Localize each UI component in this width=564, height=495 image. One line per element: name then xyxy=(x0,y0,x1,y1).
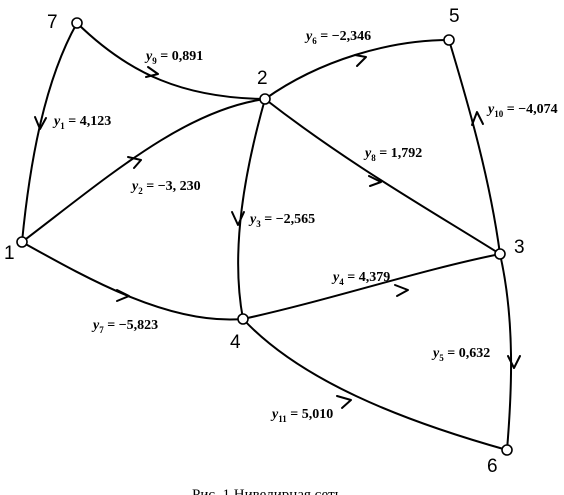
edge-y8 xyxy=(264,98,501,255)
node-label-4: 4 xyxy=(230,332,241,353)
edge-label-y6: y6 = −2,346 xyxy=(304,29,371,46)
arrow-y4 xyxy=(394,284,409,297)
edge-y5 xyxy=(499,253,513,451)
node-label-2: 2 xyxy=(257,68,268,89)
node-label-1: 1 xyxy=(4,243,15,264)
node-label-3: 3 xyxy=(514,237,525,258)
node-6 xyxy=(501,444,513,456)
edge-y7 xyxy=(21,241,244,321)
edge-label-y5: y5 = 0,632 xyxy=(431,346,490,363)
arrow-y6 xyxy=(354,54,367,67)
node-7 xyxy=(71,17,83,29)
edge-y6 xyxy=(264,39,450,100)
edge-label-y8: y8 = 1,792 xyxy=(363,146,422,163)
edge-y10 xyxy=(448,39,501,255)
arrow-y7 xyxy=(116,289,130,302)
node-1 xyxy=(16,236,28,248)
node-label-6: 6 xyxy=(487,456,498,477)
edge-y1 xyxy=(21,22,78,243)
edge-label-y11: y11 = 5,010 xyxy=(270,407,333,424)
arrow-y3 xyxy=(231,211,245,226)
figure-caption: Рис. 1 Нивелирная сеть xyxy=(192,487,342,495)
edge-label-y4: y4 = 4,379 xyxy=(331,270,390,287)
arrow-y8 xyxy=(368,175,382,187)
edge-label-y2: y2 = −3, 230 xyxy=(130,179,201,196)
node-5 xyxy=(443,34,455,46)
arrow-y1 xyxy=(34,116,47,130)
arrow-y9 xyxy=(145,66,159,78)
edge-y4 xyxy=(242,253,501,320)
edge-label-y3: y3 = −2,565 xyxy=(248,212,315,229)
edge-y11 xyxy=(242,318,508,451)
edge-label-y10: y10 = −4,074 xyxy=(486,102,558,119)
edge-label-y7: y7 = −5,823 xyxy=(91,318,158,335)
node-label-5: 5 xyxy=(449,6,460,27)
edge-label-y9: y9 = 0,891 xyxy=(144,49,203,66)
arrow-y11 xyxy=(336,395,352,409)
edge-y2 xyxy=(21,98,266,243)
node-4 xyxy=(237,313,249,325)
arrow-y2 xyxy=(127,156,142,169)
edge-y3 xyxy=(237,98,266,320)
node-2 xyxy=(259,93,271,105)
node-3 xyxy=(494,248,506,260)
node-label-7: 7 xyxy=(47,12,58,33)
edge-label-y1: y1 = 4,123 xyxy=(52,114,111,131)
arrow-y5 xyxy=(507,355,521,369)
edge-y9 xyxy=(76,22,266,100)
arrow-y10 xyxy=(471,111,484,126)
